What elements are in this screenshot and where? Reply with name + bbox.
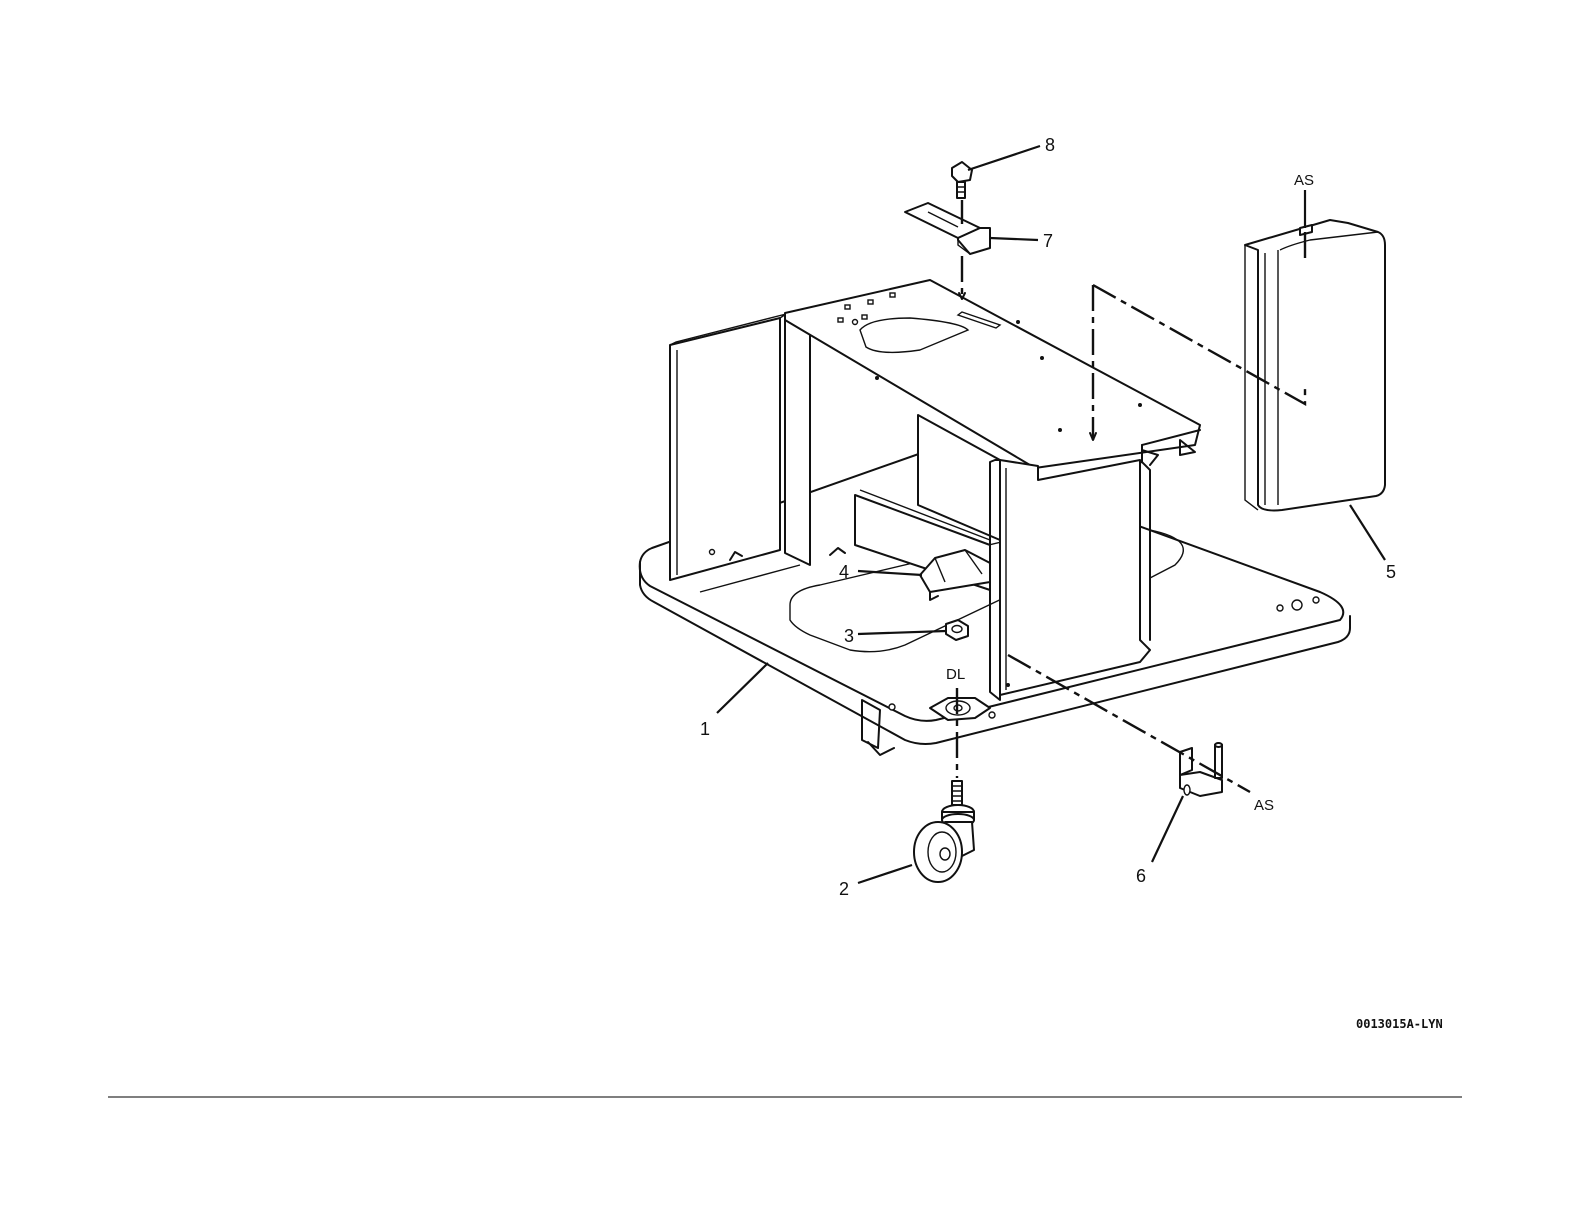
callout-3: 3 (844, 626, 854, 646)
tag-dl: DL (946, 666, 965, 683)
tag-as-bottom: AS (1254, 797, 1274, 814)
callout-6: 6 (1136, 866, 1146, 886)
figure-code: 0013015A-LYN (1356, 1017, 1443, 1031)
left-side-panel (670, 314, 786, 580)
callout-5: 5 (1386, 562, 1396, 582)
callout-4: 4 (839, 562, 849, 582)
part-3-nut (946, 620, 968, 640)
part-8-thumbscrew (252, 0, 972, 198)
callout-8: 8 (1045, 135, 1055, 155)
callout-1: 1 (700, 719, 710, 739)
callout-2: 2 (839, 879, 849, 899)
part-2-caster (914, 781, 974, 882)
tag-as-top: AS (1294, 172, 1314, 189)
part-5-side-cover (1245, 220, 1385, 510)
part-6-bracket (1180, 743, 1222, 796)
callout-7: 7 (1043, 231, 1053, 251)
part-7-bracket (905, 203, 990, 254)
